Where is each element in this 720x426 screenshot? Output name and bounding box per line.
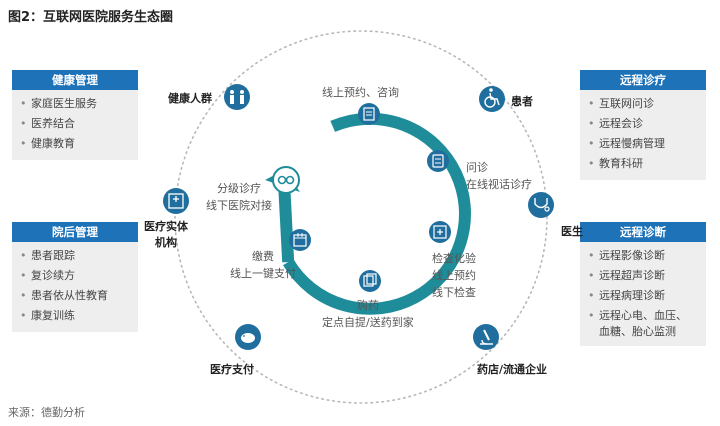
post-hospital-management-title: 院后管理 [12,222,138,242]
people-icon [224,84,250,110]
appointment-icon [358,103,380,125]
health-crowd-label: 健康人群 [168,92,212,105]
list-item: •家庭医生服务 [20,97,97,110]
list-item: •远程心电、血压、血糖、胎心监测 [588,309,687,338]
health-management-box: 健康管理 •家庭医生服务 •医养结合 •健康教育 [12,70,138,160]
microscope-icon [473,324,499,350]
list-item: •互联网问诊 [588,97,654,110]
cycle-arc [283,112,471,315]
list-item: •患者跟踪 [20,249,75,262]
list-item: •远程病理诊断 [588,289,665,302]
exam-label: 检查化验 线上预约 线下检查 [432,252,476,299]
pay-icon [289,229,311,251]
list-item: •远程慢病管理 [588,137,665,150]
post-hospital-management-box: 院后管理 •患者跟踪 •复诊续方 •患者依从性教育 •康复训练 [12,222,138,332]
source-note: 来源：德勤分析 [8,406,85,419]
list-item: •远程影像诊断 [588,249,665,262]
purchase-label: 购药 定点自提/送药到家 [322,299,414,329]
list-item: •教育科研 [588,157,643,170]
health-management-title: 健康管理 [12,70,138,90]
consult-label: 问诊 在线视话诊疗 [466,161,532,191]
hospital-building-icon [163,188,189,214]
wheelchair-icon [479,86,505,112]
pay-label: 缴费 线上一键支付 [230,250,296,280]
stethoscope-icon [528,192,554,218]
referral-label: 分级诊疗 线下医院对接 [206,182,272,212]
consult-icon [427,150,449,172]
list-item: •医养结合 [20,117,75,130]
doctor-label: 医生 [561,225,583,238]
purchase-icon [359,270,381,292]
hospital-label: 医疗实体机构 [144,220,188,249]
pharmacy-label: 药店/流通企业 [477,363,548,376]
cycle-arrow-shaft [278,181,295,263]
piggy-bank-icon [235,324,261,350]
page-title: 图2：互联网医院服务生态圈 [8,10,174,25]
remote-diagnosis-box: 远程诊断 •远程影像诊断 •远程超声诊断 •远程病理诊断 •远程心电、血压、血糖… [580,222,706,346]
remote-treatment-box: 远程诊疗 •互联网问诊 •远程会诊 •远程慢病管理 •教育科研 [580,70,706,180]
list-item: •康复训练 [20,309,75,322]
remote-diagnosis-title: 远程诊断 [580,222,706,242]
list-item: •健康教育 [20,137,75,150]
remote-treatment-title: 远程诊疗 [580,70,706,90]
outer-dotted-ring [174,30,548,404]
exam-icon [429,221,451,243]
appointment-label: 线上预约、咨询 [322,86,399,99]
referral-icon [272,166,300,194]
list-item: •远程超声诊断 [588,269,665,282]
patient-label: 患者 [511,95,533,108]
list-item: •患者依从性教育 [20,289,108,302]
list-item: •复诊续方 [20,269,75,282]
payment-label: 医疗支付 [210,363,254,376]
list-item: •远程会诊 [588,117,643,130]
